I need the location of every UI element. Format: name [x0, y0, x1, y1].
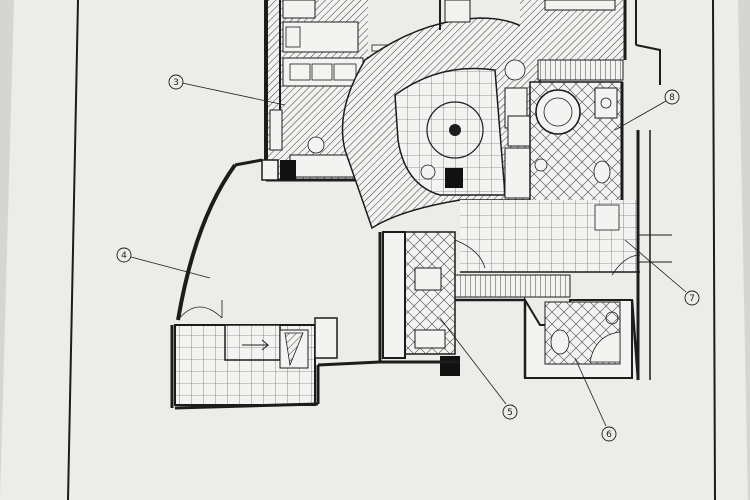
curved-dining-area	[341, 0, 541, 230]
room-6-bathroom	[524, 296, 633, 379]
right-border-line	[712, 0, 716, 500]
callout-5: 5	[439, 317, 518, 420]
callout-label-3: 3	[173, 78, 179, 88]
callout-label-6: 6	[606, 430, 612, 440]
callout-label-8: 8	[669, 93, 675, 103]
callout-6: 6	[574, 357, 617, 442]
room-7-corridor	[454, 130, 672, 380]
room-4-hall	[176, 158, 279, 321]
callout-label-5: 5	[507, 408, 513, 418]
callout-4: 4	[116, 247, 211, 279]
callout-7: 7	[624, 239, 700, 306]
outer-walls	[378, 232, 640, 381]
callout-8: 8	[614, 89, 680, 131]
callout-label-4: 4	[121, 251, 127, 261]
left-border-line	[67, 0, 79, 500]
callout-3: 3	[168, 74, 286, 106]
room-5-bathroom	[378, 231, 486, 376]
room-8-bathroom	[529, 81, 624, 205]
room-top-right	[520, 0, 661, 85]
callout-label-7: 7	[689, 294, 695, 304]
entry-vestibule	[170, 317, 381, 410]
